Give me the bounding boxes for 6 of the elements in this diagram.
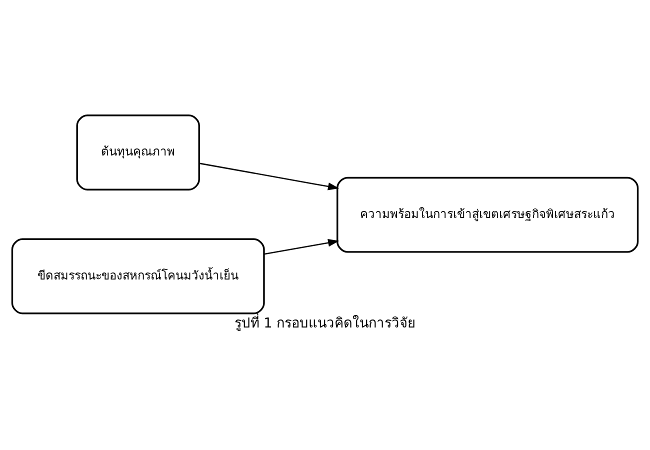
- arrow: [199, 162, 340, 190]
- arrow: [264, 238, 340, 254]
- node-box: ขีดสมรรถนะของสหกรณ์โคนมวังน้ำเย็น: [11, 238, 265, 314]
- node-box: ต้นทุนคุณภาพ: [76, 114, 200, 190]
- caption: รูปที่ 1 กรอบแนวคิดในการวิจัย: [234, 315, 416, 332]
- node-box: ความพร้อมในการเข้าสู่เขตเศรษฐกิจพิเศษสระแก้ว: [336, 176, 639, 252]
